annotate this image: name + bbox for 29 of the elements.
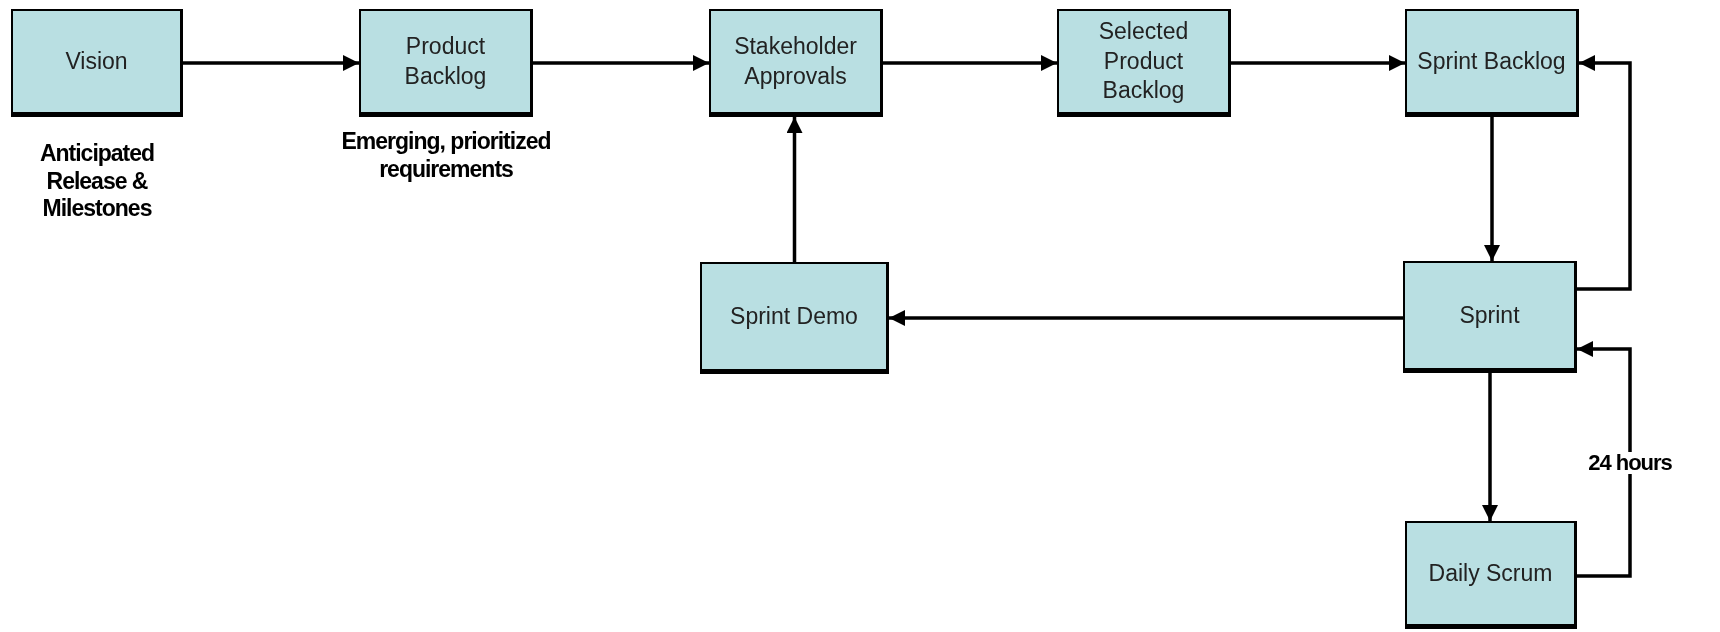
- box-label: Sprint Demo: [730, 301, 858, 331]
- arrow: [1484, 117, 1500, 261]
- process-box: [1405, 9, 1579, 117]
- process-box: [359, 9, 533, 117]
- box-label: Stakeholder Approvals: [733, 31, 858, 91]
- arrow: [1482, 373, 1498, 521]
- arrow: [183, 55, 359, 71]
- note-text: Emerging, prioritized requirements: [340, 128, 552, 184]
- arrow: [889, 310, 1403, 326]
- box-label: Sprint Backlog: [1417, 46, 1566, 76]
- note-text: Anticipated Release & Milestones: [38, 140, 156, 223]
- process-box: [709, 9, 883, 117]
- process-box: [1403, 261, 1577, 373]
- arrow: [1577, 341, 1632, 578]
- box-label: Selected Product Backlog: [1097, 16, 1190, 106]
- process-box: [700, 262, 889, 374]
- arrow: [1577, 55, 1632, 291]
- box-label: Vision: [65, 46, 128, 76]
- arrow: [883, 55, 1057, 71]
- arrow: [786, 117, 803, 262]
- arrow: [1231, 55, 1405, 71]
- process-box: [1057, 9, 1231, 117]
- process-box: [11, 9, 183, 117]
- box-label: Daily Scrum: [1428, 558, 1553, 588]
- edge-label: 24 hours: [1586, 451, 1674, 474]
- process-box: [1405, 521, 1577, 629]
- arrow: [533, 55, 709, 71]
- box-label: Sprint: [1459, 300, 1520, 330]
- box-label: Product Backlog: [403, 31, 488, 91]
